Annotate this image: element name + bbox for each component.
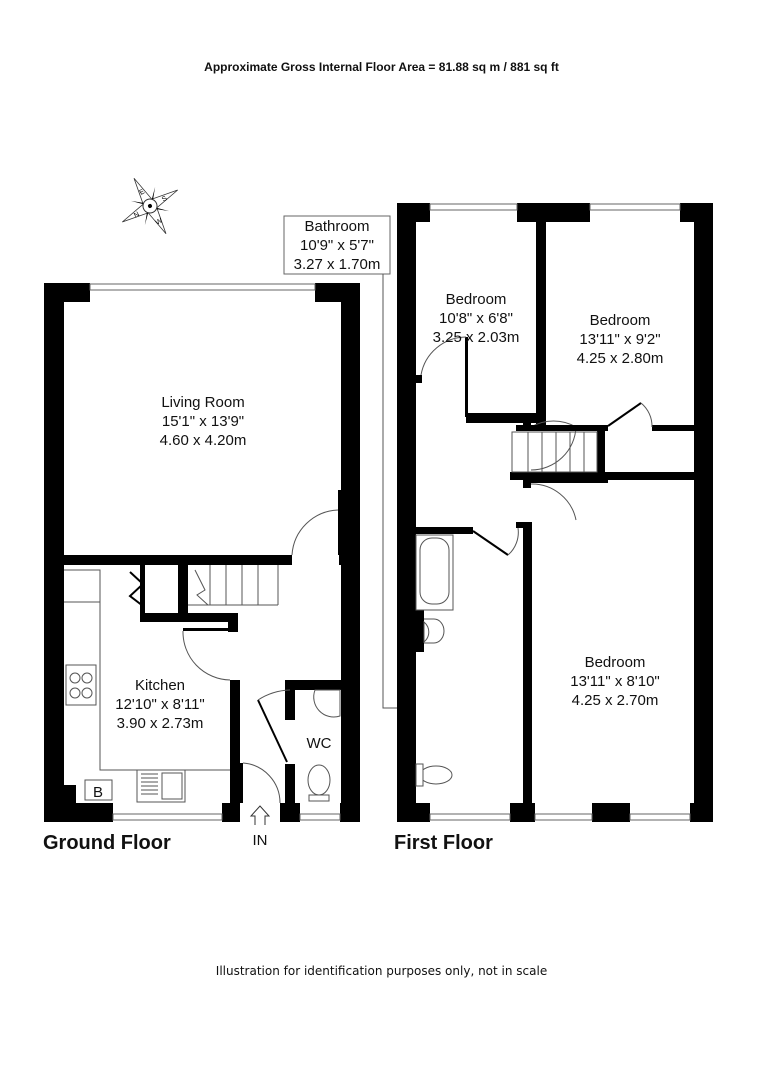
living-room-name: Living Room [161,394,244,411]
first-floor-title: First Floor [394,832,493,854]
compass-w: W [155,217,165,227]
kitchen-imperial: 12'10" x 8'11" [115,696,205,713]
bedroom1-name: Bedroom [446,291,507,308]
entrance-arrow-icon [249,805,271,825]
bedroom3-name: Bedroom [585,654,646,671]
compass-e: E [138,188,146,197]
living-room-metric: 4.60 x 4.20m [160,432,247,449]
bathroom-basin-icon [423,618,445,644]
bathroom-imperial: 10'9" x 5'7" [300,237,374,254]
bedroom3-imperial: 13'11" x 8'10" [570,673,660,690]
bedroom2-metric: 4.25 x 2.80m [577,350,664,367]
bedroom2-name: Bedroom [590,312,651,329]
disclaimer: Illustration for identification purposes… [215,964,548,978]
bathroom-toilet-icon [415,763,453,787]
kitchen-metric: 3.90 x 2.73m [117,715,204,732]
sink-icon [136,769,186,803]
floor-area-header: Approximate Gross Internal Floor Area = … [204,60,559,74]
bedroom3-metric: 4.25 x 2.70m [572,692,659,709]
boiler [84,779,113,801]
wc-basin-icon [313,689,341,718]
bedroom1-imperial: 10'8" x 6'8" [439,310,513,327]
entrance-label: IN [253,832,268,849]
bathroom-name: Bathroom [304,218,369,235]
ground-floor-plan: B IN Living Room 15'1" x 13'9" 4.60 x 4.… [43,283,360,854]
bathroom-metric: 3.27 x 1.70m [294,256,381,273]
compass-rose-icon: E S W N [122,178,178,234]
bath-icon [415,534,454,611]
boiler-label: B [93,784,103,801]
bedroom1-metric: 3.25 x 2.03m [433,329,520,346]
compass-n: N [133,211,141,220]
ground-floor-title: Ground Floor [43,832,171,854]
hob-icon [65,664,97,706]
toilet-icon [307,764,331,802]
bedroom2-imperial: 13'11" x 9'2" [579,331,660,348]
kitchen-name: Kitchen [135,677,185,694]
wc-name: WC [307,735,332,752]
living-room-imperial: 15'1" x 13'9" [162,413,244,430]
first-floor-plan: Bathroom 10'9" x 5'7" 3.27 x 1.70m Bedro… [283,203,713,854]
compass-s: S [161,195,169,204]
bathroom-label-box [283,215,391,275]
